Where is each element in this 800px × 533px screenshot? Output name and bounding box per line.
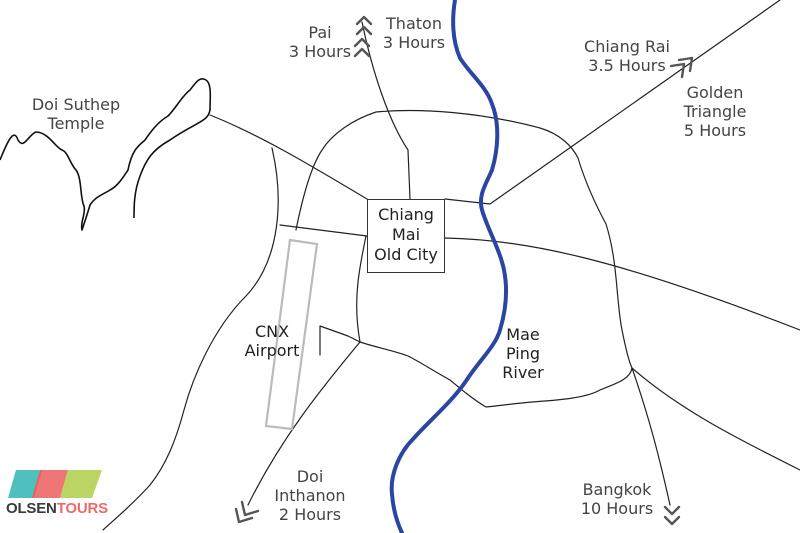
label-chiang-rai: Chiang Rai 3.5 Hours <box>574 37 680 75</box>
label-doi-inthanon-line1: Doi <box>296 467 324 486</box>
label-river-line3: River <box>502 363 544 382</box>
label-golden-triangle: Golden Triangle 5 Hours <box>672 83 758 140</box>
logo-text-olsen: OLSEN <box>6 500 57 517</box>
label-airport-code: CNX <box>254 322 290 341</box>
old-city-line2: Mai <box>391 225 421 244</box>
road-doi-suthep <box>209 114 368 200</box>
road-pai <box>361 21 411 200</box>
label-bangkok: Bangkok 10 Hours <box>570 480 664 518</box>
label-airport-name: Airport <box>244 341 300 360</box>
label-river-line1: Mae <box>506 325 540 344</box>
arrow-bangkok-icon <box>663 505 681 526</box>
old-city-line1: Chiang <box>378 205 434 224</box>
label-doi-inthanon-line2: Inthanon <box>274 486 346 505</box>
arrow-chiang-rai-icon <box>669 56 694 79</box>
label-golden-triangle-time: 5 Hours <box>683 121 747 140</box>
road-east <box>444 237 800 331</box>
road-bangkok <box>631 367 671 506</box>
label-golden-triangle-line1: Golden <box>686 83 744 102</box>
old-city-box: Chiang Mai Old City <box>367 199 445 273</box>
label-chiang-rai-name: Chiang Rai <box>584 37 670 56</box>
arrow-pai-icon <box>353 37 371 58</box>
label-bangkok-time: 10 Hours <box>580 499 654 518</box>
label-thaton-name: Thaton <box>386 14 442 33</box>
label-pai-name: Pai <box>308 23 332 42</box>
label-doi-suthep-line1: Doi Suthep <box>31 95 121 114</box>
label-golden-triangle-line2: Triangle <box>683 102 747 121</box>
label-doi-inthanon: Doi Inthanon 2 Hours <box>262 467 358 524</box>
label-airport: CNX Airport <box>232 322 312 360</box>
road-airport-perimeter <box>319 325 361 356</box>
ring-road <box>295 109 633 408</box>
arrow-doi-inthanon-icon <box>234 500 260 524</box>
road-doi-inthanon <box>247 341 361 506</box>
label-pai: Pai 3 Hours <box>282 23 358 61</box>
label-thaton-time: 3 Hours <box>382 33 446 52</box>
logo-text-tours: TOURS <box>56 500 108 517</box>
label-pai-time: 3 Hours <box>288 42 352 61</box>
road-south-east <box>631 367 800 471</box>
direction-arrows <box>234 15 694 526</box>
road-network <box>102 0 800 531</box>
doi-suthep-outline <box>0 77 212 231</box>
label-bangkok-name: Bangkok <box>582 480 652 499</box>
road-west-boundary <box>102 147 279 531</box>
label-doi-suthep-line2: Temple <box>47 114 105 133</box>
road-west-link <box>279 224 368 237</box>
airport-runway <box>264 238 319 431</box>
label-doi-inthanon-time: 2 Hours <box>278 505 342 524</box>
label-thaton: Thaton 3 Hours <box>374 14 454 52</box>
logo-text: OLSENTOURS <box>6 500 112 517</box>
label-chiang-rai-time: 3.5 Hours <box>588 56 666 75</box>
mae-ping-river <box>389 0 509 533</box>
label-river-line2: Ping <box>505 344 541 363</box>
logo-mark-icon <box>8 470 102 498</box>
label-river: Mae Ping River <box>490 325 556 382</box>
label-doi-suthep: Doi Suthep Temple <box>18 95 134 133</box>
arrow-thaton-icon <box>355 15 373 36</box>
old-city-line3: Old City <box>374 245 438 264</box>
olsen-tours-logo: OLSENTOURS <box>6 468 108 528</box>
